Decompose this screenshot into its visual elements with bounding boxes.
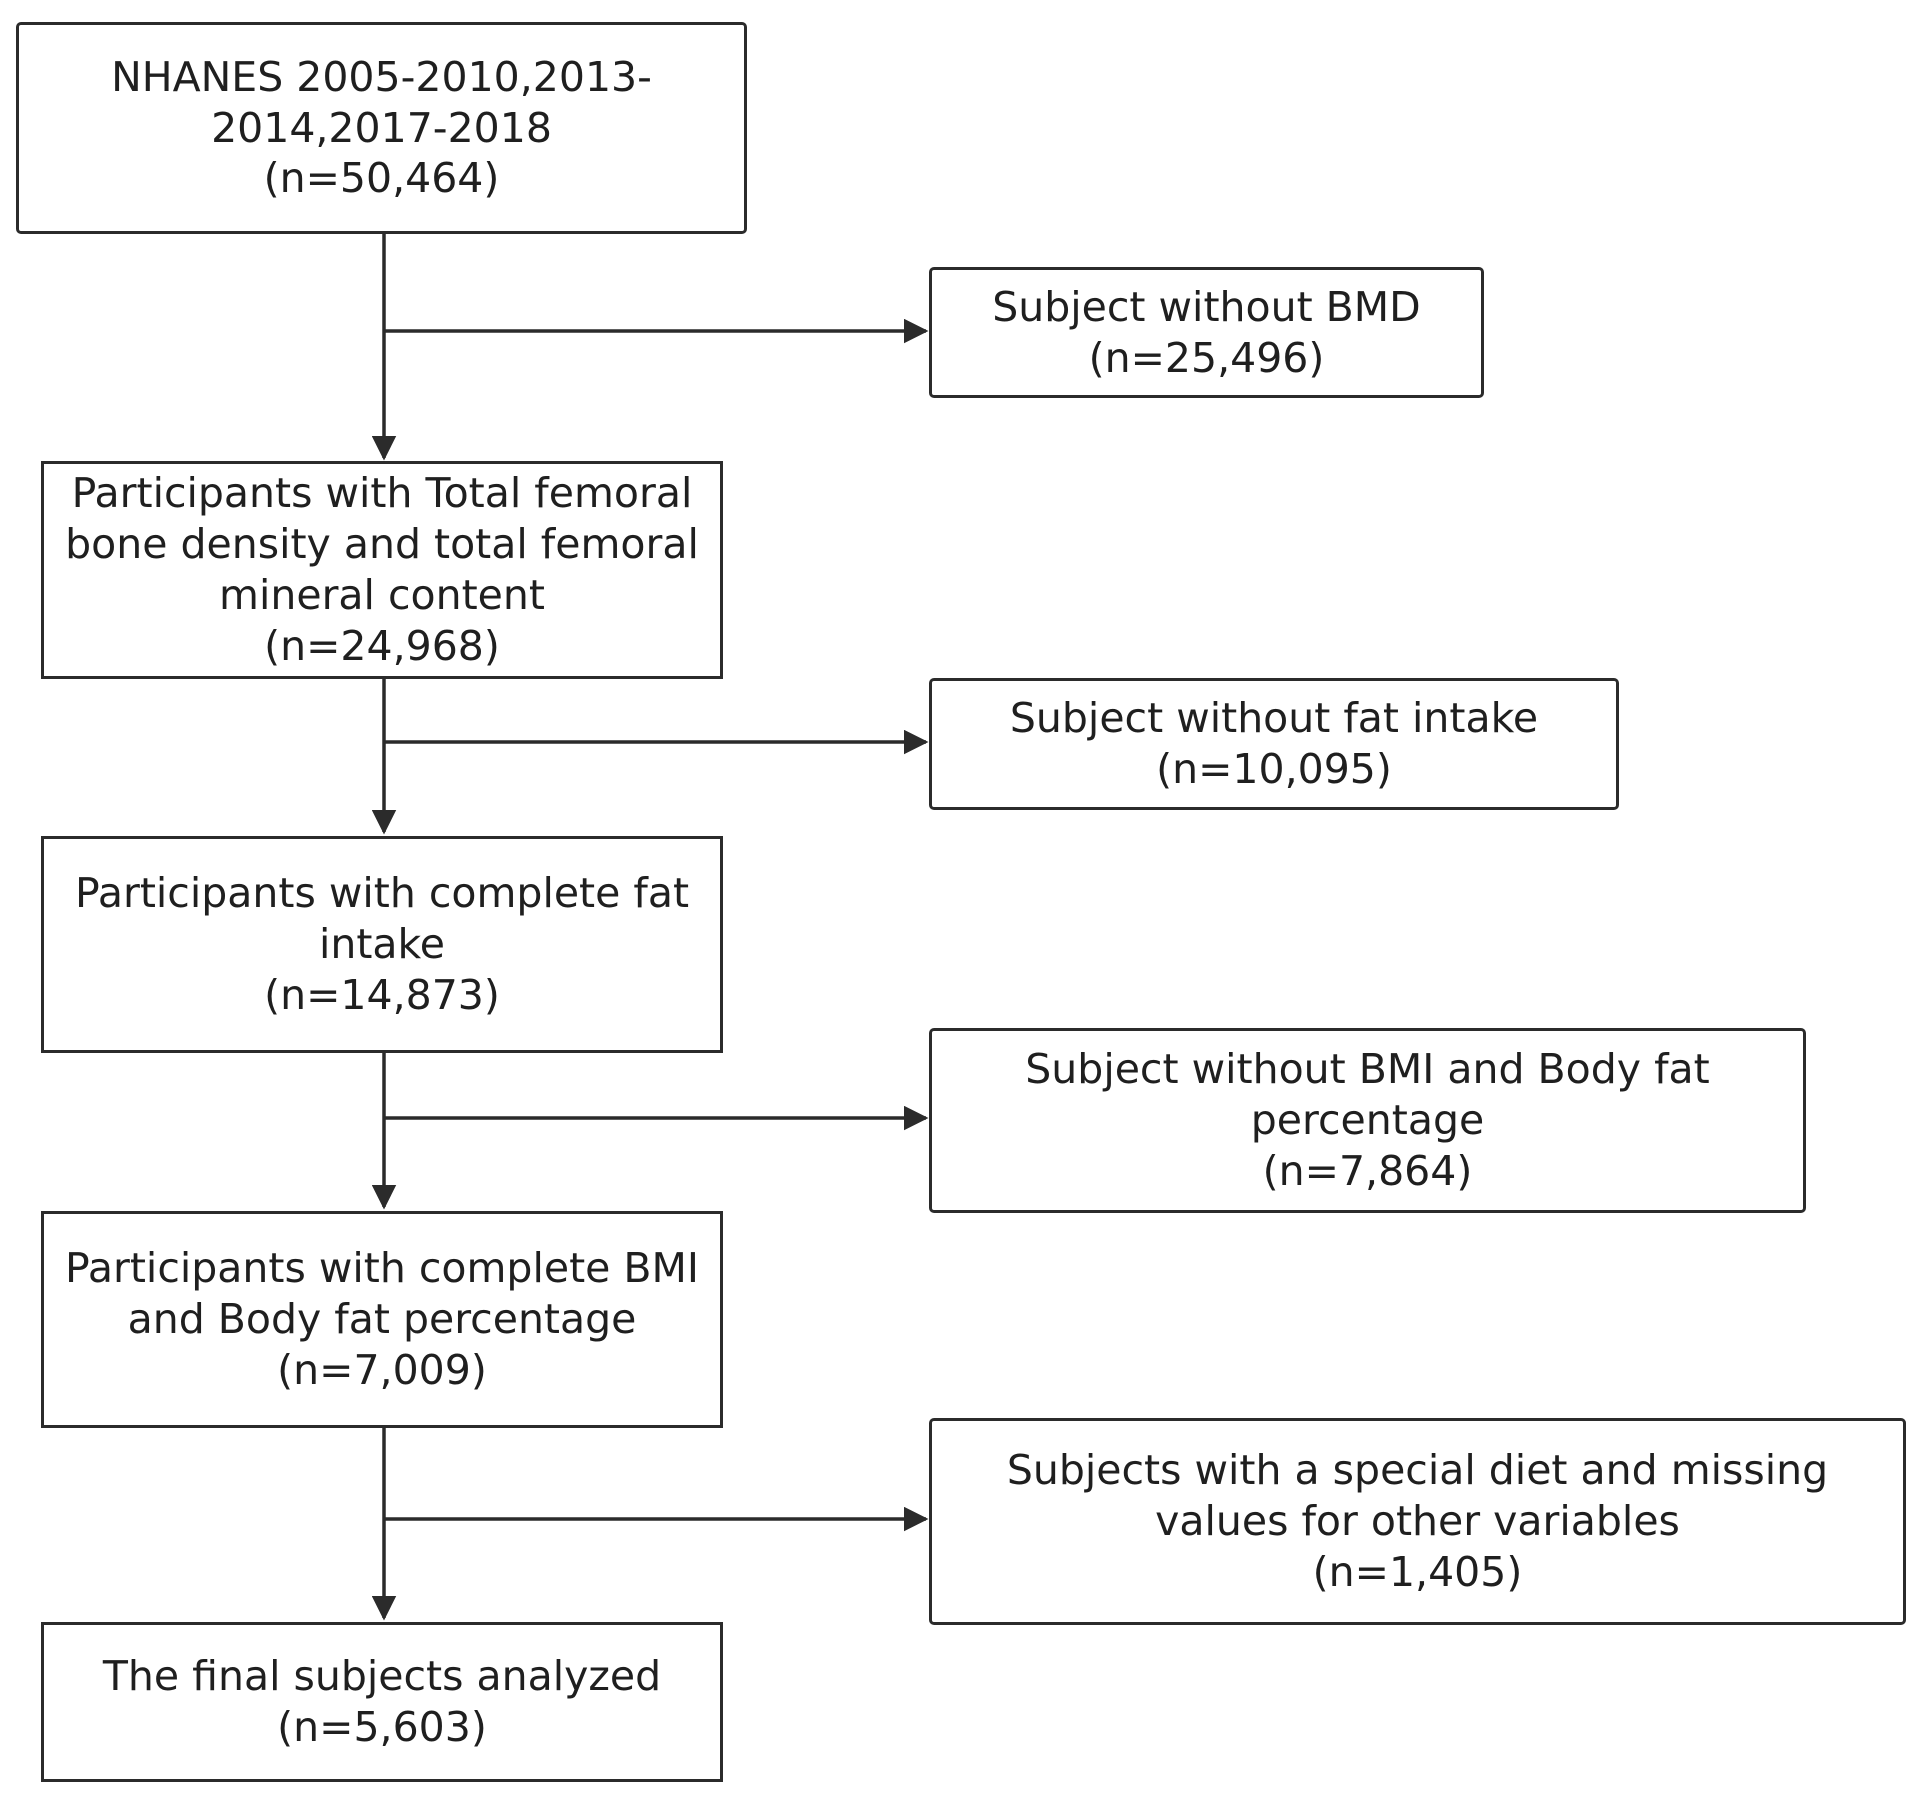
- box-fat-intake-count: (n=14,873): [264, 970, 500, 1019]
- box-no-bmi-fat-line-2: percentage: [1250, 1096, 1485, 1145]
- box-no-bmi-fat: Subject without BMI and Body fat percent…: [929, 1028, 1806, 1213]
- box-no-bmd-count: (n=25,496): [1088, 333, 1325, 382]
- box-bmi-fat-count: (n=7,009): [277, 1345, 487, 1394]
- box-fat-intake: Participants with complete fat intake (n…: [41, 836, 723, 1053]
- box-femoral: Participants with Total femoral bone den…: [41, 461, 723, 679]
- box-nhanes-line-2: 2014,2017-2018: [211, 103, 552, 152]
- box-final-count: (n=5,603): [277, 1703, 487, 1751]
- box-bmi-fat-line-1: Participants with complete BMI: [64, 1244, 700, 1293]
- box-nhanes-count: (n=50,464): [263, 154, 500, 203]
- box-nhanes-line-1: NHANES 2005-2010,2013-: [111, 52, 652, 101]
- box-femoral-line-3: mineral content: [219, 571, 545, 619]
- box-bmi-fat: Participants with complete BMI and Body …: [41, 1211, 723, 1428]
- box-no-fat-intake-line-1: Subject without fat intake: [1009, 694, 1539, 743]
- box-no-bmd: Subject without BMD (n=25,496): [929, 267, 1484, 398]
- box-nhanes: NHANES 2005-2010,2013- 2014,2017-2018 (n…: [16, 22, 747, 234]
- box-final: The final subjects analyzed (n=5,603): [41, 1622, 723, 1782]
- box-no-fat-intake-count: (n=10,095): [1156, 745, 1392, 793]
- box-special-diet-line-2: values for other variables: [1155, 1497, 1680, 1546]
- box-special-diet: Subjects with a special diet and missing…: [929, 1418, 1906, 1625]
- box-no-bmi-fat-line-1: Subject without BMI and Body fat: [1025, 1045, 1710, 1094]
- box-femoral-line-2: bone density and total femoral: [65, 520, 699, 569]
- box-fat-intake-line-2: intake: [318, 920, 446, 969]
- box-no-bmd-line-1: Subject without BMD: [992, 282, 1421, 331]
- box-no-fat-intake: Subject without fat intake (n=10,095): [929, 678, 1619, 810]
- box-femoral-line-1: Participants with Total femoral: [71, 469, 693, 518]
- box-no-bmi-fat-count: (n=7,864): [1262, 1146, 1473, 1195]
- box-femoral-count: (n=24,968): [264, 621, 500, 670]
- box-special-diet-count: (n=1,405): [1312, 1547, 1523, 1596]
- box-bmi-fat-line-2: and Body fat percentage: [127, 1295, 637, 1344]
- box-final-line-1: The final subjects analyzed: [102, 1652, 662, 1701]
- box-special-diet-line-1: Subjects with a special diet and missing: [1006, 1446, 1829, 1495]
- box-fat-intake-line-1: Participants with complete fat: [74, 869, 690, 918]
